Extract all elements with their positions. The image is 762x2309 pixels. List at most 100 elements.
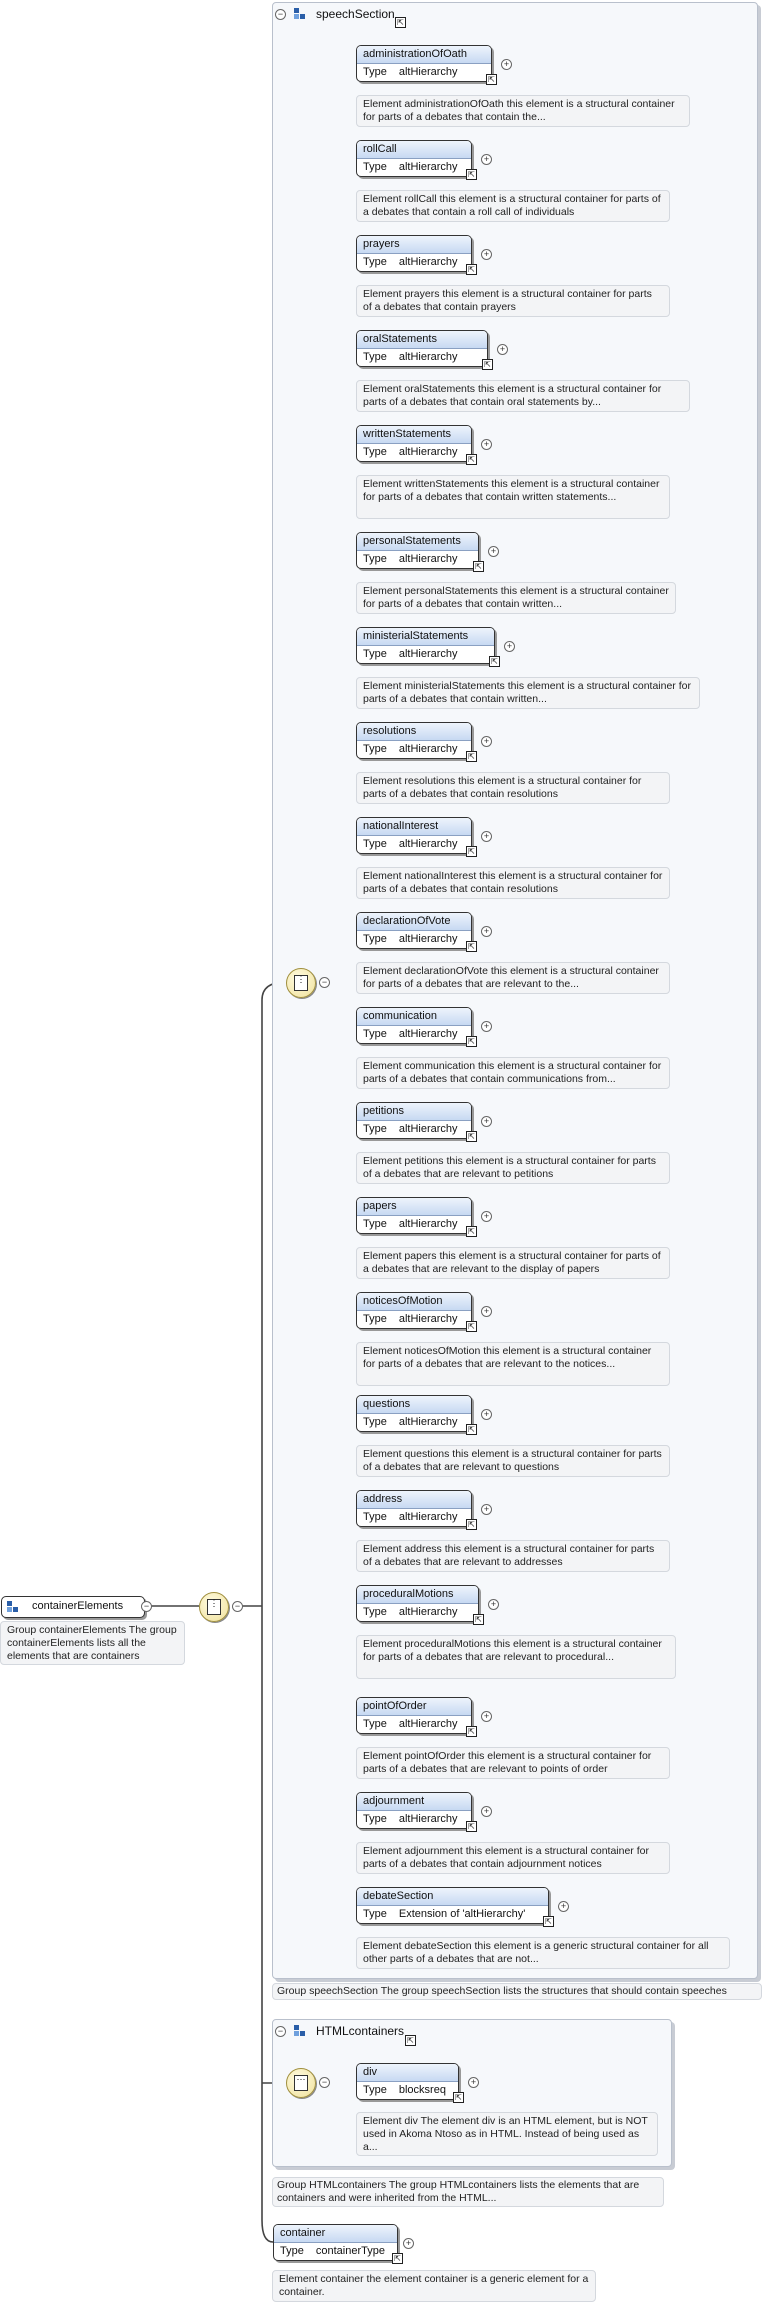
- container-expand-icon[interactable]: +: [403, 2238, 414, 2249]
- type-key: Type: [363, 1123, 387, 1135]
- element-link-icon[interactable]: ⇱: [466, 1519, 477, 1530]
- type-value: altHierarchy: [398, 838, 458, 850]
- element-expand-icon[interactable]: +: [497, 344, 508, 355]
- element-link-icon[interactable]: ⇱: [473, 561, 484, 572]
- div-expand-icon[interactable]: +: [468, 2077, 479, 2088]
- element-expand-icon[interactable]: +: [488, 1599, 499, 1610]
- root-compositor-collapse-icon[interactable]: −: [232, 1601, 243, 1612]
- type-key: Type: [363, 1416, 387, 1428]
- element-expand-icon[interactable]: +: [481, 1306, 492, 1317]
- speech-section-compositor-collapse-icon[interactable]: −: [319, 977, 330, 988]
- element-description: Element debateSection this element is a …: [356, 1937, 730, 1969]
- element-link-icon[interactable]: ⇱: [473, 1614, 484, 1625]
- element-link-icon[interactable]: ⇱: [466, 1821, 477, 1832]
- element-link-icon[interactable]: ⇱: [466, 1726, 477, 1737]
- speech-section-choice-compositor[interactable]: ⋮: [286, 968, 316, 998]
- element-link-icon[interactable]: ⇱: [482, 359, 493, 370]
- speech-section-title: speechSection: [316, 7, 395, 21]
- type-key: Type: [363, 933, 387, 945]
- html-containers-sequence-compositor[interactable]: ⋯: [286, 2068, 316, 2098]
- element-link-icon[interactable]: ⇱: [466, 169, 477, 180]
- type-value: altHierarchy: [398, 1123, 458, 1135]
- element-description: Element pointOfOrder this element is a s…: [356, 1747, 670, 1779]
- speech-section-link-icon[interactable]: ⇱: [395, 17, 406, 28]
- type-value: altHierarchy: [398, 1218, 458, 1230]
- type-key: Type: [363, 1813, 387, 1825]
- element-link-icon[interactable]: ⇱: [466, 1321, 477, 1332]
- element-expand-icon[interactable]: +: [481, 1211, 492, 1222]
- element-expand-icon[interactable]: +: [501, 59, 512, 70]
- element-description: Element communication this element is a …: [356, 1057, 670, 1089]
- element-link-icon[interactable]: ⇱: [466, 1131, 477, 1142]
- element-expand-icon[interactable]: +: [558, 1901, 569, 1912]
- element-expand-icon[interactable]: +: [481, 154, 492, 165]
- element-expand-icon[interactable]: +: [481, 736, 492, 747]
- html-containers-collapse-icon[interactable]: −: [275, 2026, 286, 2037]
- root-collapse-icon[interactable]: −: [141, 1601, 152, 1612]
- html-containers-compositor-collapse-icon[interactable]: −: [319, 2077, 330, 2088]
- element-expand-icon[interactable]: +: [481, 831, 492, 842]
- speech-section-collapse-icon[interactable]: −: [275, 9, 286, 20]
- element-expand-icon[interactable]: +: [481, 1409, 492, 1420]
- element-link-icon[interactable]: ⇱: [543, 1916, 554, 1927]
- element-expand-icon[interactable]: +: [481, 1806, 492, 1817]
- element-link-icon[interactable]: ⇱: [489, 656, 500, 667]
- type-value: altHierarchy: [398, 1313, 458, 1325]
- element-name: resolutions: [357, 723, 471, 741]
- element-expand-icon[interactable]: +: [481, 926, 492, 937]
- html-containers-title: HTMLcontainers: [316, 2024, 405, 2038]
- element-link-icon[interactable]: ⇱: [486, 74, 497, 85]
- element-expand-icon[interactable]: +: [481, 1711, 492, 1722]
- element-link-icon[interactable]: ⇱: [466, 941, 477, 952]
- element-link-icon[interactable]: ⇱: [466, 846, 477, 857]
- element-link-icon[interactable]: ⇱: [466, 751, 477, 762]
- element-expand-icon[interactable]: +: [481, 1116, 492, 1127]
- element-link-icon[interactable]: ⇱: [466, 264, 477, 275]
- element-link-icon[interactable]: ⇱: [466, 1424, 477, 1435]
- type-value: altHierarchy: [398, 553, 458, 565]
- element-expand-icon[interactable]: +: [504, 641, 515, 652]
- container-link-icon[interactable]: ⇱: [392, 2253, 403, 2264]
- element-expand-icon[interactable]: +: [488, 546, 499, 557]
- root-choice-compositor[interactable]: ⋮: [199, 1592, 229, 1622]
- element-link-icon[interactable]: ⇱: [466, 454, 477, 465]
- html-containers-description: Group HTMLcontainers The group HTMLconta…: [272, 2177, 664, 2207]
- element-expand-icon[interactable]: +: [481, 249, 492, 260]
- element-link-icon[interactable]: ⇱: [466, 1226, 477, 1237]
- html-containers-link-icon[interactable]: ⇱: [405, 2035, 416, 2046]
- element-expand-icon[interactable]: +: [481, 1021, 492, 1032]
- root-group-node[interactable]: containerElements: [1, 1596, 145, 1618]
- div-link-icon[interactable]: ⇱: [453, 2092, 464, 2103]
- element-expand-icon[interactable]: +: [481, 439, 492, 450]
- element-link-icon[interactable]: ⇱: [466, 1036, 477, 1047]
- element-expand-icon[interactable]: +: [481, 1504, 492, 1515]
